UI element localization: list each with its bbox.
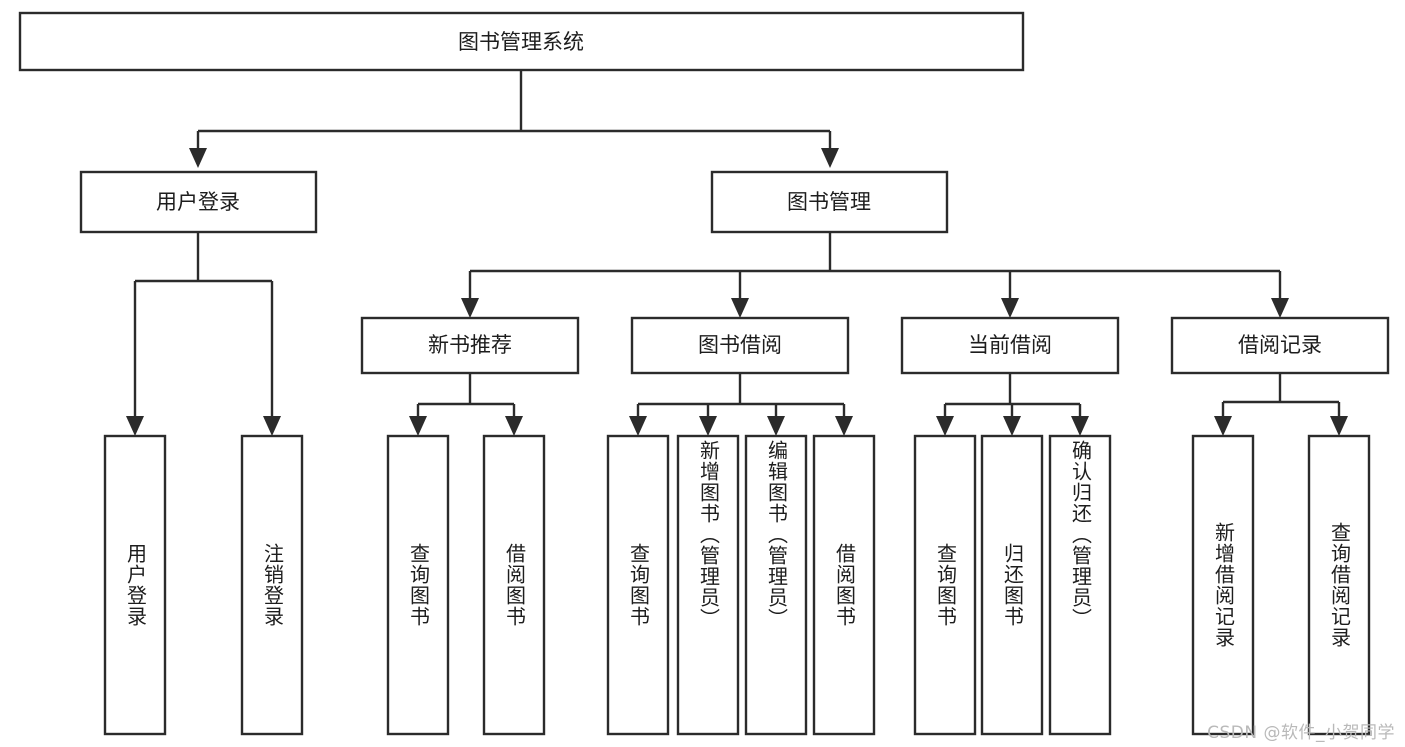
node-box-leaf-current-borrow-2[interactable] [980,434,1044,736]
node-box-new-book-recommend[interactable] [360,316,580,375]
node-box-leaf-user-login-2[interactable] [240,434,304,736]
connector-group-book-borrow [629,373,853,436]
arrowhead-root-to-login [189,148,207,168]
node-box-book-management[interactable] [710,170,949,234]
connector-group-root [189,70,839,168]
node-label-book-borrow: 图书借阅 [698,333,782,357]
arrowhead-borrow-leaf-1 [629,416,647,436]
arrowhead-login-leaf-2 [263,416,281,436]
connector-group-book-management [461,232,1289,318]
connector-group-user-login [126,232,281,436]
arrowhead-root-to-bookmgmt [821,148,839,168]
node-box-leaf-user-login-1[interactable] [103,434,167,736]
arrowhead-record-leaf-1 [1214,416,1232,436]
node-box-leaf-borrow-record-2[interactable] [1307,434,1371,736]
arrowhead-login-leaf-1 [126,416,144,436]
node-box-leaf-book-borrow-1[interactable] [606,434,670,736]
connector-group-current-borrow [936,373,1089,436]
arrowhead-current-leaf-2 [1003,416,1021,436]
node-label-user-login: 用户登录 [156,190,240,214]
node-box-leaf-book-borrow-4[interactable] [812,434,876,736]
node-label-new-book-recommend: 新书推荐 [428,333,512,357]
arrowhead-current-leaf-1 [936,416,954,436]
node-box-root[interactable] [18,11,1025,72]
node-box-leaf-current-borrow-1[interactable] [913,434,977,736]
node-box-user-login[interactable] [79,170,318,234]
node-label-current-borrow: 当前借阅 [968,333,1052,357]
node-box-borrow-record[interactable] [1170,316,1390,375]
node-box-book-borrow[interactable] [630,316,850,375]
arrowhead-borrow-leaf-3 [767,416,785,436]
arrowhead-newbook-leaf-1 [409,416,427,436]
node-box-leaf-new-book-1[interactable] [386,434,450,736]
node-box-current-borrow[interactable] [900,316,1120,375]
node-box-leaf-book-borrow-3[interactable] [744,434,808,736]
arrowhead-record-leaf-2 [1330,416,1348,436]
arrowhead-current-leaf-3 [1071,416,1089,436]
csdn-watermark: CSDN @软件_小贺同学 [1207,723,1395,743]
arrowhead-borrow-leaf-2 [699,416,717,436]
node-box-leaf-book-borrow-2[interactable] [676,434,740,736]
arrowhead-borrow-leaf-4 [835,416,853,436]
node-box-leaf-borrow-record-1[interactable] [1191,434,1255,736]
node-box-leaf-current-borrow-3[interactable] [1048,434,1112,736]
node-box-leaf-new-book-2[interactable] [482,434,546,736]
node-label-root: 图书管理系统 [458,30,584,54]
arrowhead-bookmgmt-to-new [461,298,479,318]
connector-group-borrow-record [1214,373,1348,436]
arrowhead-newbook-leaf-2 [505,416,523,436]
connector-group-new-book [409,373,523,436]
arrowhead-bookmgmt-to-record [1271,298,1289,318]
node-label-book-management: 图书管理 [787,190,871,214]
arrowhead-bookmgmt-to-current [1001,298,1019,318]
arrowhead-bookmgmt-to-borrow [731,298,749,318]
node-label-borrow-record: 借阅记录 [1238,333,1322,357]
